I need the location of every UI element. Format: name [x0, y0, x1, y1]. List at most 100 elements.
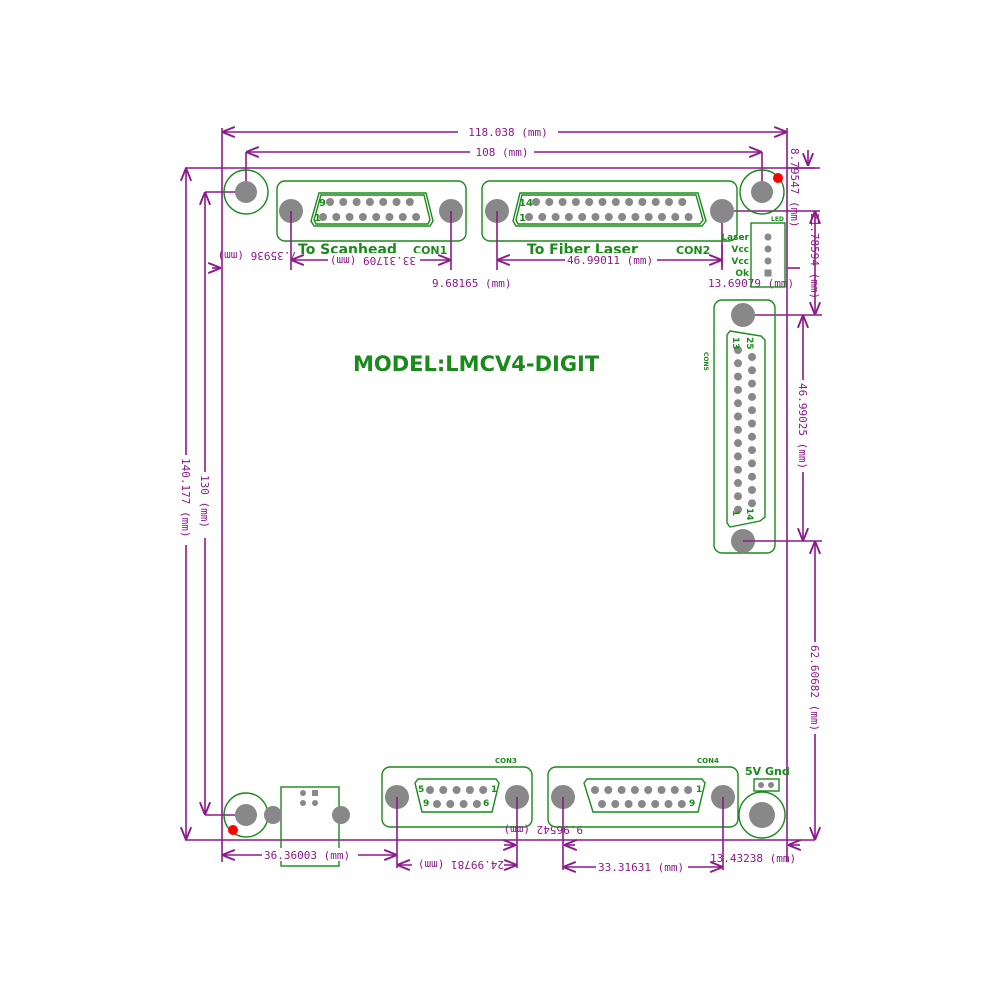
connector-pin [644, 213, 653, 221]
svg-text:118.038 (mm): 118.038 (mm) [468, 126, 547, 139]
connector-pin [734, 359, 742, 368]
connector-pin [748, 486, 756, 494]
connector-pin [644, 786, 653, 794]
connector-con2: 14 1 To Fiber Laser CON2 [481, 180, 738, 258]
svg-text:1: 1 [730, 510, 740, 516]
connector-pin [365, 198, 374, 206]
connector-pin [433, 800, 441, 808]
connector-pin [372, 213, 381, 221]
connector-pin [684, 213, 693, 221]
svg-text:Vcc: Vcc [731, 257, 749, 267]
model-title: MODEL:LMCV4-DIGIT [353, 352, 600, 376]
svg-text:9.96542 (mm): 9.96542 (mm) [504, 823, 583, 836]
svg-text:Ok: Ok [735, 269, 750, 279]
svg-text:Laser: Laser [721, 233, 749, 243]
connector-pin [465, 786, 474, 794]
connector-pin [578, 213, 587, 221]
dimension-hole-spacing-x: 108 (mm) [245, 145, 763, 192]
svg-text:13.43238 (mm): 13.43238 (mm) [710, 852, 796, 865]
connector-pin [748, 353, 756, 361]
connector-pin [392, 198, 401, 206]
connector-pin [479, 786, 488, 794]
connector-pin [459, 800, 468, 808]
connector-pin [339, 198, 348, 206]
dimension-con5-bottom: 62.60682 (mm) [808, 541, 822, 840]
svg-text:108 (mm): 108 (mm) [476, 146, 529, 159]
svg-text:CON3: CON3 [495, 757, 517, 765]
connector-pin [657, 786, 666, 794]
connector-pin [734, 452, 742, 461]
connector-pin [748, 419, 756, 428]
dimension-con1-con2-gap: 9.68165 (mm) [432, 277, 511, 290]
dimension-con3-left: 36.36003 (mm) [222, 797, 398, 868]
dimension-con3-span: 24.99781 (mm) [397, 797, 518, 871]
svg-text:5: 5 [418, 785, 424, 795]
connector-pin [326, 198, 334, 206]
connector-pin [651, 800, 660, 808]
svg-text:6: 6 [483, 799, 489, 809]
connector-pin [472, 800, 481, 808]
svg-text:CON2: CON2 [676, 244, 710, 257]
usb-connector [264, 786, 350, 867]
svg-text:33.31631 (mm): 33.31631 (mm) [598, 861, 684, 874]
connector-pin [734, 505, 742, 514]
connector-pin [638, 198, 647, 206]
connector-con3: 5 1 9 6 CON3 [381, 757, 533, 828]
svg-text:1: 1 [519, 213, 526, 224]
connector-pin [618, 213, 627, 221]
connector-pin [624, 800, 633, 808]
connector-pin [405, 198, 414, 206]
connector-pin [630, 786, 639, 794]
connector-pin [631, 213, 640, 221]
svg-text:CON1: CON1 [413, 244, 447, 257]
connector-pin [551, 213, 560, 221]
svg-text:46.99025 (mm): 46.99025 (mm) [796, 383, 809, 469]
connector-pin [439, 786, 448, 794]
connector-pin [664, 800, 673, 808]
svg-text:25: 25 [744, 337, 754, 350]
board-outline [185, 128, 815, 862]
svg-text:CON4: CON4 [697, 757, 719, 765]
connector-pin [604, 786, 613, 794]
connector-pin [734, 372, 742, 381]
connector-pin [604, 213, 613, 221]
connector-pin [564, 213, 573, 221]
connector-pin [734, 425, 742, 434]
connector-pin [611, 198, 620, 206]
svg-text:62.60682 (mm): 62.60682 (mm) [808, 645, 821, 731]
dimension-top-right-offset: 8.79547 (mm) [787, 148, 820, 227]
led-header: LED Laser Vcc Vcc Ok [721, 216, 786, 288]
connector-pin [412, 213, 421, 221]
svg-text:130 (mm): 130 (mm) [198, 475, 211, 528]
mounting-hole-top-right [739, 169, 785, 215]
connector-pin [748, 432, 756, 441]
connector-pin [598, 198, 607, 206]
svg-text:9: 9 [319, 198, 326, 209]
svg-text:CON5: CON5 [702, 352, 709, 371]
connector-pin [748, 499, 756, 508]
connector-pin [545, 198, 554, 206]
connector-pin [748, 472, 756, 481]
pin1-marker-top [773, 173, 783, 183]
connector-pin [385, 213, 394, 221]
dimension-con4-right: 13.43238 (mm) [710, 845, 800, 865]
connector-pin [734, 346, 742, 354]
svg-text:36.36003 (mm): 36.36003 (mm) [264, 849, 350, 862]
dimension-con2-span: 46.99011 (mm) [496, 211, 723, 270]
connector-con4: 1 9 CON4 [547, 757, 739, 828]
connector-pin [585, 198, 594, 206]
pin1-marker-bottom [228, 825, 238, 835]
svg-text:1: 1 [491, 785, 497, 795]
connector-pin [538, 213, 547, 221]
connector-pin [617, 786, 626, 794]
connector-pin [532, 198, 540, 206]
dimension-overall-width: 118.038 (mm) [222, 125, 787, 139]
connector-pin [748, 379, 756, 388]
power-header: 5V Gnd [745, 765, 790, 792]
dimension-overall-height: 140.177 (mm) [179, 168, 193, 840]
connector-pin [571, 198, 580, 206]
connector-pin [684, 786, 693, 794]
connector-pin [734, 439, 742, 448]
connector-pin [352, 198, 361, 206]
svg-text:9: 9 [689, 799, 695, 809]
